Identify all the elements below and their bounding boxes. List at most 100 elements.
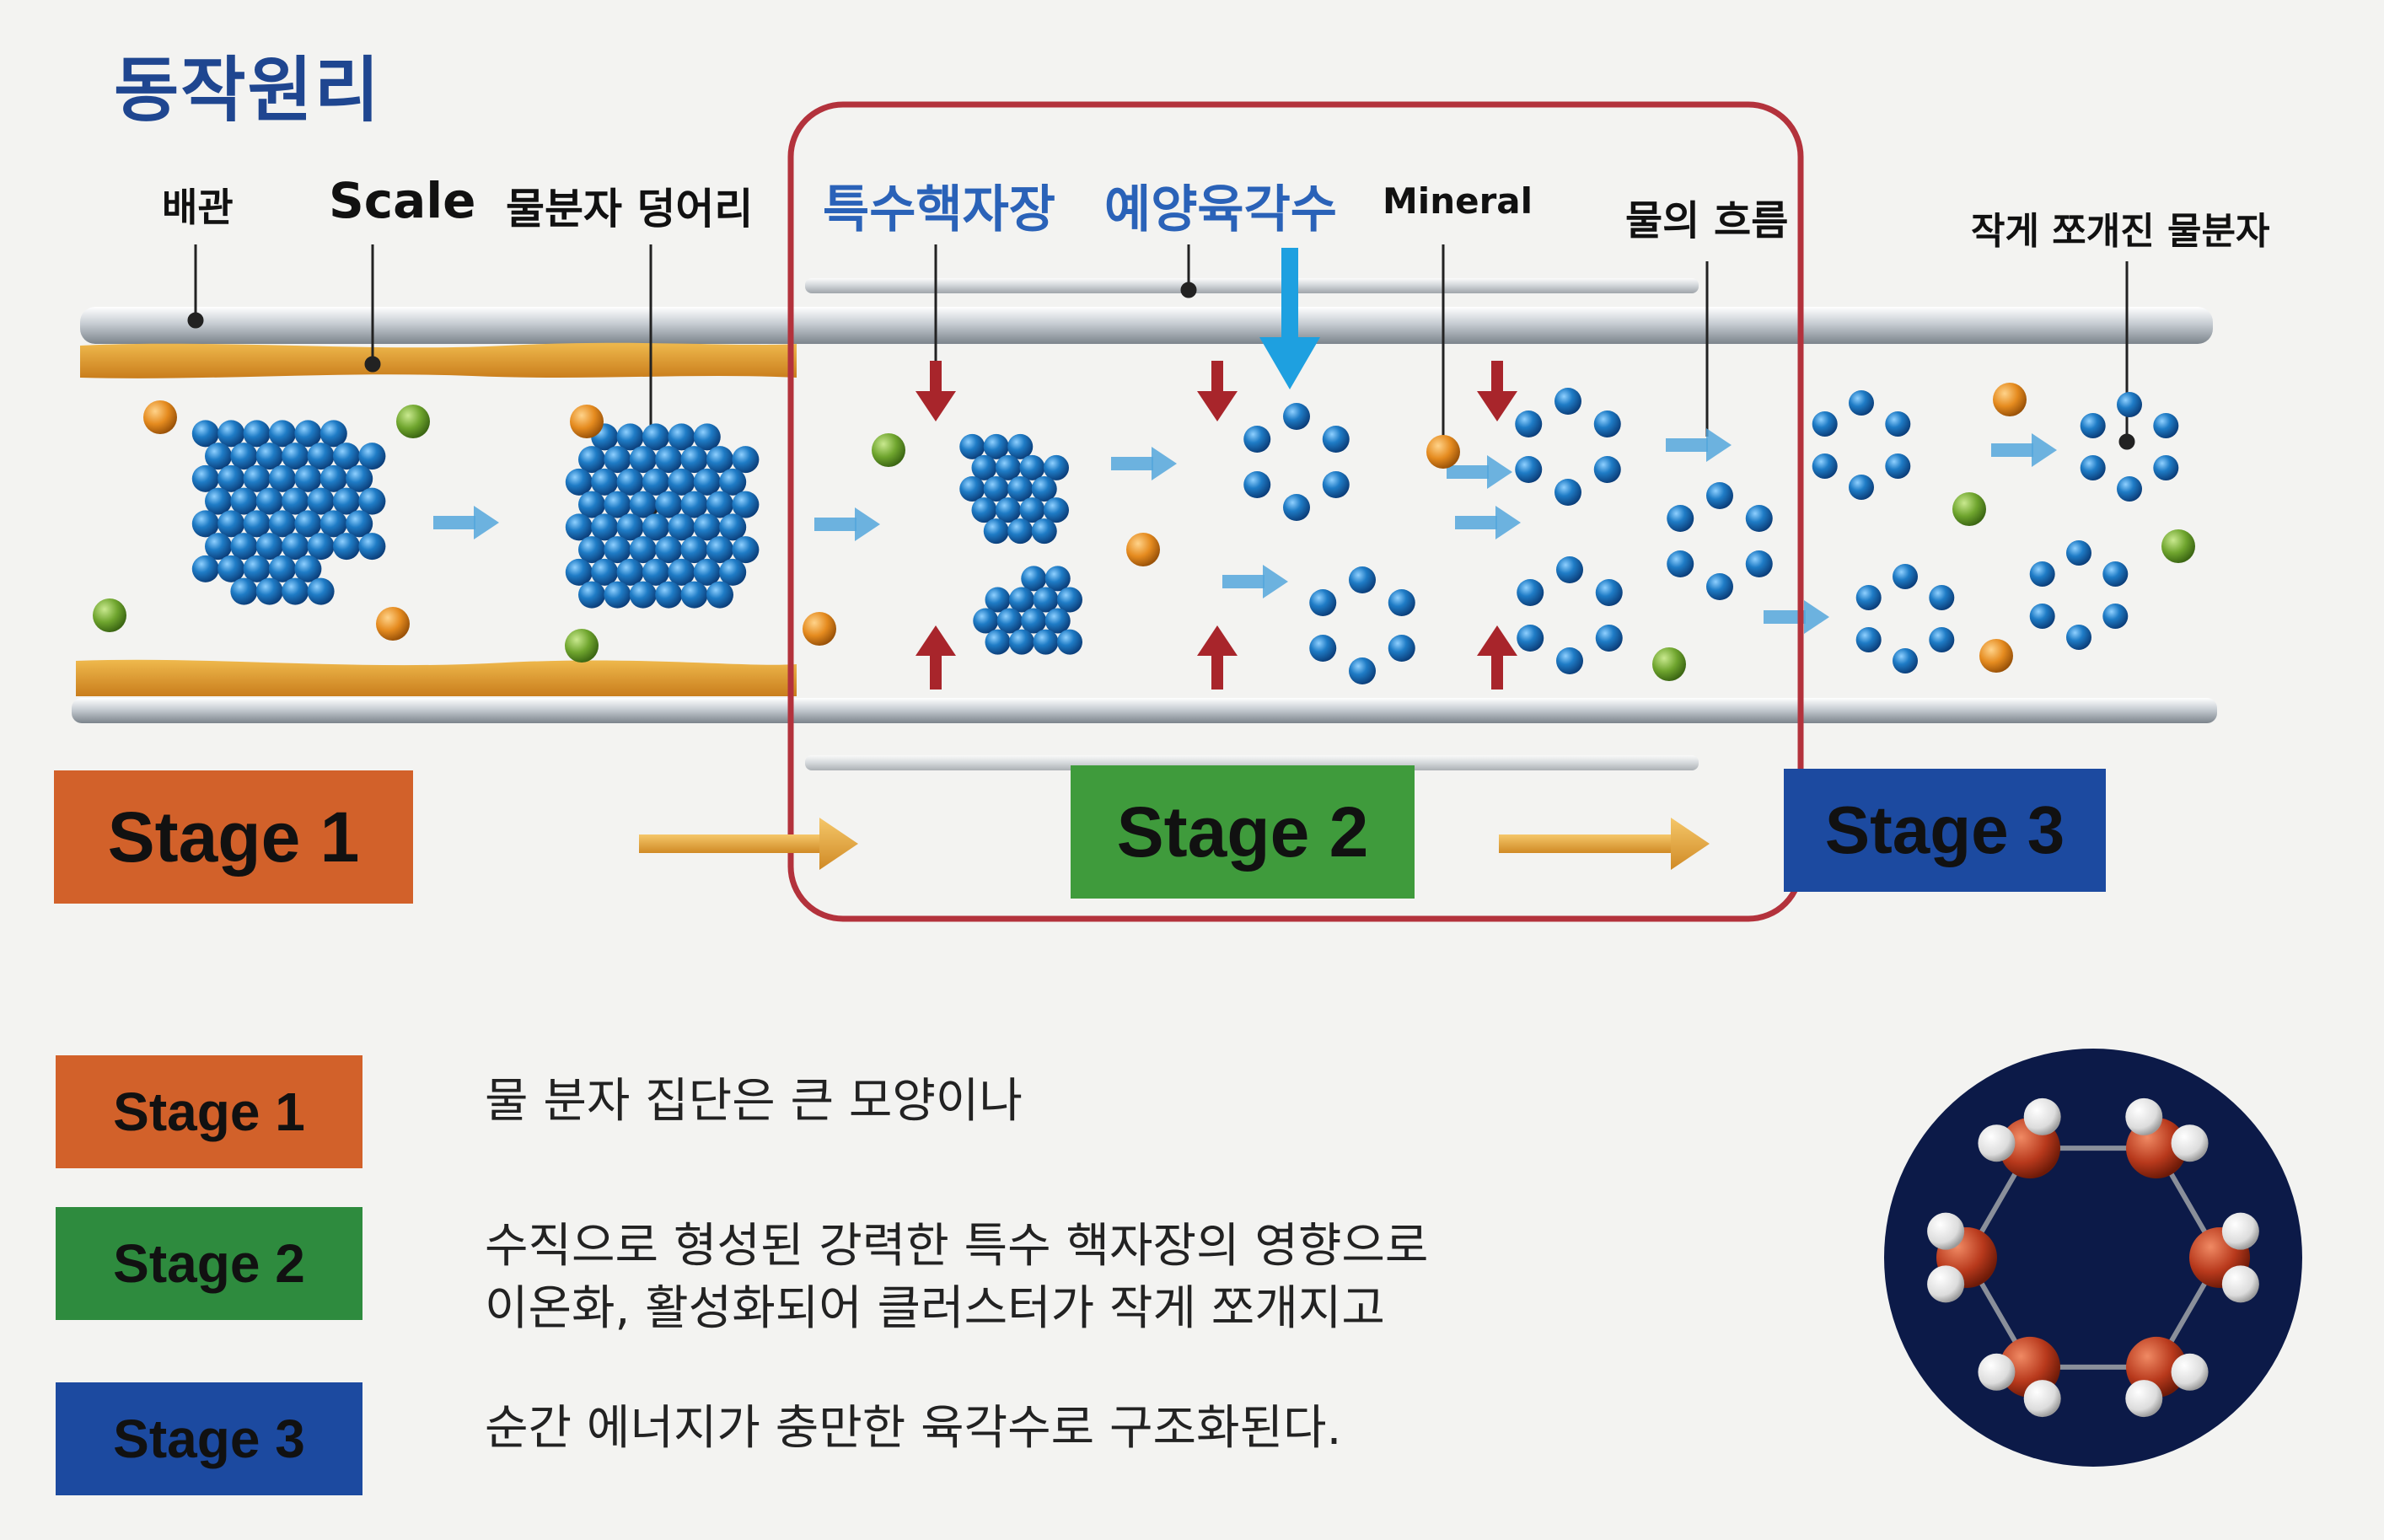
water-molecule: [319, 464, 347, 492]
water-molecule: [1855, 627, 1882, 652]
water-molecule: [983, 518, 1009, 545]
legend-stage-1: Stage 1: [56, 1055, 362, 1168]
water-molecule: [294, 555, 322, 582]
water-molecule: [217, 464, 245, 492]
flow-arrow-shaft: [1222, 575, 1264, 588]
water-molecule: [1349, 566, 1376, 593]
water-molecule: [1021, 608, 1047, 634]
water-molecule: [1593, 410, 1621, 437]
water-molecule: [971, 497, 997, 523]
water-molecule: [333, 533, 360, 561]
water-molecules: [191, 388, 2179, 684]
pipe: [72, 278, 2217, 770]
legend-stage-3: Stage 3: [56, 1382, 362, 1495]
water-molecule: [191, 510, 219, 538]
mineral-particle: [376, 607, 410, 641]
water-molecule: [1893, 648, 1918, 673]
water-molecule: [1515, 410, 1543, 437]
water-molecule: [732, 491, 760, 518]
water-molecule: [307, 533, 335, 561]
water-molecule: [973, 608, 999, 634]
water-molecule: [668, 468, 695, 496]
label-mineral: Mineral: [1383, 180, 1533, 222]
callout-arrow-down: [1259, 248, 1320, 389]
water-molecule: [1019, 497, 1045, 523]
water-molecule: [680, 536, 708, 564]
water-molecule: [983, 476, 1009, 502]
water-molecule: [191, 464, 219, 492]
water-molecule: [307, 577, 335, 605]
water-molecule: [358, 443, 386, 470]
water-molecule: [2029, 561, 2055, 587]
flow-arrow-head: [1487, 455, 1512, 489]
label-water-flow: 물의 흐름: [1625, 197, 1789, 244]
water-molecule: [1706, 573, 1733, 600]
hydrogen-atom: [2221, 1265, 2259, 1303]
water-molecule: [1009, 587, 1034, 613]
flow-arrow-head: [474, 506, 499, 539]
water-molecule: [983, 433, 1009, 459]
water-molecule: [1885, 411, 1911, 437]
water-molecule: [1893, 564, 1918, 589]
flow-arrow-shaft: [1764, 610, 1806, 624]
water-molecule: [307, 443, 335, 470]
mineral-particle: [2161, 529, 2195, 563]
label-magnetic-field: 특수핵자장: [823, 180, 1055, 239]
scale-top-deposit: [80, 342, 797, 378]
flow-arrow-shaft: [1111, 457, 1153, 470]
water-molecule: [2066, 625, 2091, 650]
water-molecule: [243, 555, 271, 582]
water-molecule: [604, 581, 631, 609]
leader-scale-dot: [364, 356, 381, 373]
field-arrow-shaft: [1211, 361, 1223, 394]
water-molecule: [996, 608, 1023, 634]
water-molecule: [706, 491, 733, 518]
mineral-particle: [565, 629, 599, 663]
flow-arrow-head: [1804, 600, 1829, 634]
water-molecule: [1855, 585, 1882, 610]
water-molecule: [205, 443, 232, 470]
water-molecule: [1812, 453, 1838, 479]
hydrogen-atom: [2171, 1353, 2209, 1391]
water-molecule: [1517, 625, 1544, 652]
water-molecule: [996, 454, 1021, 480]
water-molecule: [255, 443, 283, 470]
pipe-inner-top-highlight: [805, 278, 1699, 293]
water-molecule: [1044, 497, 1069, 523]
water-molecule: [616, 468, 644, 496]
flow-arrow-shaft: [1455, 516, 1497, 529]
water-molecule: [269, 420, 296, 448]
flow-arrow-head: [855, 507, 880, 541]
water-molecule: [578, 446, 605, 474]
label-small-molecules: 작게 쪼개진 물분자: [1971, 210, 2270, 253]
mineral-particle: [570, 405, 604, 438]
water-molecule: [655, 446, 683, 474]
water-molecule: [230, 443, 258, 470]
water-molecule: [565, 513, 593, 541]
water-molecule: [985, 629, 1011, 655]
hydrogen-atom: [2023, 1097, 2061, 1135]
water-molecule: [346, 510, 373, 538]
water-molecule: [604, 536, 631, 564]
hydrogen-atom: [2125, 1380, 2163, 1418]
water-molecule: [959, 476, 985, 502]
hydrogen-atom: [2171, 1124, 2209, 1162]
water-molecule: [205, 487, 232, 515]
water-molecule: [307, 487, 335, 515]
water-molecule: [693, 558, 721, 586]
stage-arrow-2: [1499, 818, 1710, 870]
flow-arrow-head: [1495, 506, 1521, 539]
water-molecule: [333, 443, 360, 470]
water-molecule: [642, 558, 669, 586]
stage-2-box: Stage 2: [1071, 765, 1415, 899]
hydrogen-atom: [1978, 1353, 2016, 1391]
water-molecule: [294, 510, 322, 538]
flow-arrow-head: [1706, 428, 1732, 462]
water-molecule: [1007, 433, 1034, 459]
water-molecule: [719, 468, 747, 496]
water-molecule: [996, 497, 1021, 523]
water-molecule: [319, 510, 347, 538]
hydrogen-atom: [2023, 1380, 2061, 1418]
field-arrow-head: [915, 625, 956, 656]
